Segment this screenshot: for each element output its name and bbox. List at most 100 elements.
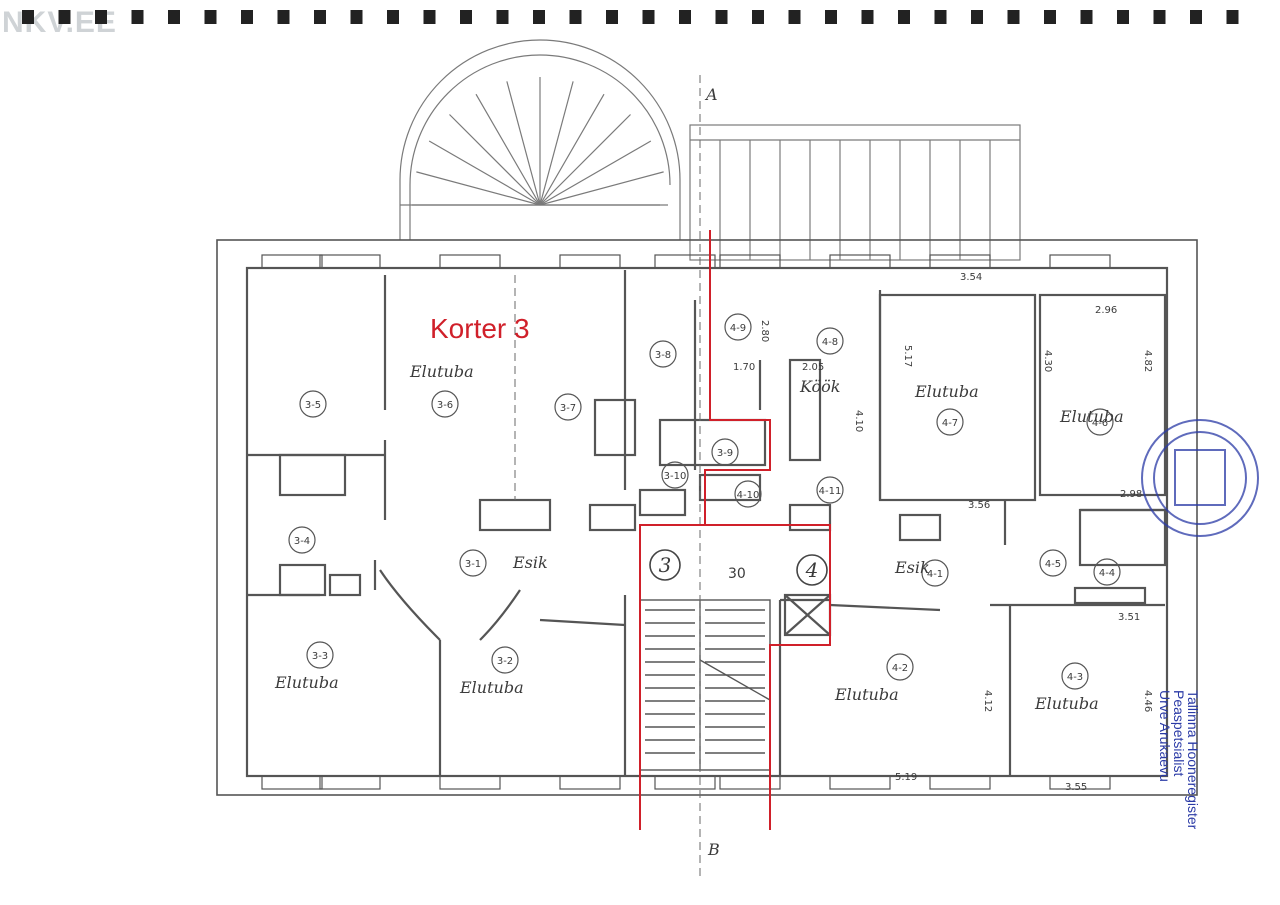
dimension-value: 4.46	[1142, 690, 1153, 712]
binding-hole	[1226, 10, 1239, 24]
room-id: 4-4	[1099, 568, 1115, 579]
building-outline	[216, 239, 1198, 796]
binding-hole	[679, 10, 691, 24]
binding-hole	[788, 10, 801, 24]
room-marker	[724, 313, 752, 341]
room-name: Esik	[894, 558, 930, 577]
room-id: 4-2	[892, 663, 908, 674]
dimension-value: 4.10	[853, 410, 864, 432]
binding-hole	[1080, 10, 1093, 24]
room-marker	[491, 646, 519, 674]
room-name: Elutuba	[834, 685, 899, 704]
room-id: 3-3	[312, 651, 328, 662]
dimension-value: 2.96	[1095, 305, 1117, 316]
room-id: 4-9	[730, 323, 746, 334]
apartment-mark-number: 3	[659, 553, 672, 577]
room-marker	[306, 641, 334, 669]
room-marker	[1061, 662, 1089, 690]
room-id: 3-5	[305, 400, 321, 411]
room-marker	[711, 438, 739, 466]
binding-hole	[241, 10, 253, 24]
binding-hole	[168, 10, 180, 24]
binding-hole	[423, 10, 436, 24]
room-name: Elutuba	[459, 678, 524, 697]
dimension-value: 2.98	[1120, 489, 1142, 500]
room-id: 4-6	[1092, 418, 1108, 429]
apartment-mark	[796, 554, 828, 586]
room-id: 3-7	[560, 403, 576, 414]
room-id: 3-2	[497, 656, 513, 667]
binding-hole	[934, 10, 947, 24]
binding-hole	[1117, 10, 1129, 24]
binding-hole	[825, 10, 837, 24]
binding-hole	[971, 10, 983, 24]
room-marker	[554, 393, 582, 421]
binding-hole	[496, 10, 509, 24]
dashed-lines	[514, 75, 701, 880]
binding-hole	[1044, 10, 1056, 24]
binding-hole	[22, 10, 34, 24]
room-marker	[299, 390, 327, 418]
room-id: 3-6	[437, 400, 453, 411]
room-id: 4-1	[927, 569, 943, 580]
room-marker	[661, 461, 689, 489]
stamp-line-1: Tallinna Hooneregister	[1185, 690, 1201, 830]
room-marker	[649, 340, 677, 368]
dimension-value: 1.70	[733, 362, 755, 373]
room-id: 4-5	[1045, 559, 1061, 570]
apartment-mark	[649, 549, 681, 581]
room-marker	[936, 408, 964, 436]
dimension-value: 4.12	[982, 690, 993, 712]
room-marker	[459, 549, 487, 577]
room-id: 3-10	[664, 471, 687, 482]
staircase	[639, 599, 771, 771]
balcony	[399, 39, 681, 240]
room-name: Elutuba	[1034, 694, 1099, 713]
section-mark-a: A	[704, 85, 718, 104]
binding-hole	[277, 10, 290, 24]
section-mark-b: B	[707, 840, 720, 859]
binding-hole	[569, 10, 582, 24]
dimension-value: 4.82	[1142, 350, 1153, 372]
room-id: 3-9	[717, 448, 733, 459]
dimension-value: 3.54	[960, 272, 982, 283]
room-id: 4-10	[737, 490, 760, 501]
room-marker	[1039, 549, 1067, 577]
binding-hole	[58, 10, 71, 24]
stamp-text: Tallinna Hooneregister Peaspetsialist Ur…	[1157, 690, 1201, 830]
stair-number: 30	[728, 566, 746, 582]
room-id: 4-7	[942, 418, 958, 429]
dimension-value: 5.17	[902, 345, 913, 367]
stamp-seal	[1141, 419, 1259, 537]
dimension-value: 5.19	[895, 772, 917, 783]
binding-hole	[314, 10, 326, 24]
room-name: Elutuba	[1059, 407, 1124, 426]
room-marker	[1086, 408, 1114, 436]
room-id: 3-1	[465, 559, 481, 570]
room-marker	[1093, 558, 1121, 586]
stamp-line-3: Urve Arukaevu	[1157, 690, 1173, 782]
binding-hole	[95, 10, 107, 24]
dimension-value: 3.51	[1118, 612, 1140, 623]
apartment-title: Korter 3	[430, 313, 530, 344]
room-id: 3-8	[655, 350, 671, 361]
stamp-line-2: Peaspetsialist	[1171, 690, 1187, 777]
apartment-mark-number: 4	[805, 558, 819, 582]
binding-hole	[606, 10, 618, 24]
internal-walls	[247, 270, 1167, 776]
room-name: Elutuba	[274, 673, 339, 692]
room-marker	[734, 480, 762, 508]
dimension-value: 2.80	[759, 320, 770, 342]
room-marker	[816, 327, 844, 355]
room-marker	[816, 476, 844, 504]
binding-hole	[1190, 10, 1202, 24]
room-name: Elutuba	[409, 362, 474, 381]
binding-hole	[204, 10, 217, 24]
binding-hole	[715, 10, 728, 24]
room-marker	[921, 559, 949, 587]
room-name: Elutuba	[914, 382, 979, 401]
binding-hole	[642, 10, 655, 24]
